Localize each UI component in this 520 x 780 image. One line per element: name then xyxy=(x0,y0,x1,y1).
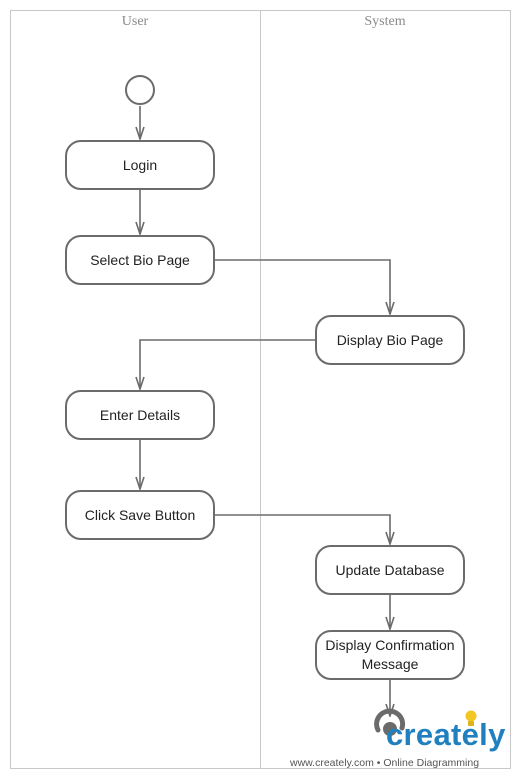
node-login[interactable]: Login xyxy=(65,140,215,190)
edge-click-save-to-update-db xyxy=(215,514,390,544)
creately-logo: creately xyxy=(386,717,506,752)
node-update-database-label: Update Database xyxy=(335,561,445,578)
node-click-save-button-label: Click Save Button xyxy=(84,506,196,523)
node-enter-details[interactable]: Enter Details xyxy=(65,390,215,440)
end-node xyxy=(374,708,406,736)
node-click-save-button[interactable]: Click Save Button xyxy=(65,490,215,540)
end-node-ring xyxy=(374,708,406,733)
watermark-tagline: www.creately.com • Online Diagramming xyxy=(290,757,480,769)
node-select-bio-page[interactable]: Select Bio Page xyxy=(65,235,215,285)
lane-title-system: System xyxy=(364,14,406,29)
node-display-bio-page-label: Display Bio Page xyxy=(336,331,444,348)
edge-display-bio-to-enter-details xyxy=(140,339,315,389)
start-node[interactable] xyxy=(125,75,155,105)
lightbulb-icon xyxy=(465,710,477,726)
lane-title-user: User xyxy=(121,14,149,29)
node-select-bio-page-label: Select Bio Page xyxy=(90,251,190,268)
node-display-bio-page[interactable]: Display Bio Page xyxy=(315,315,465,365)
node-update-database[interactable]: Update Database xyxy=(315,545,465,595)
node-display-confirmation-message[interactable]: Display Confirmation Message xyxy=(315,630,465,680)
node-login-label: Login xyxy=(122,156,158,173)
edge-select-bio-to-display-bio xyxy=(215,259,390,314)
node-display-confirmation-line2: Message xyxy=(361,656,419,672)
end-node-dot xyxy=(383,722,397,736)
node-display-confirmation-line1: Display Confirmation xyxy=(325,637,455,653)
node-enter-details-label: Enter Details xyxy=(99,406,181,423)
